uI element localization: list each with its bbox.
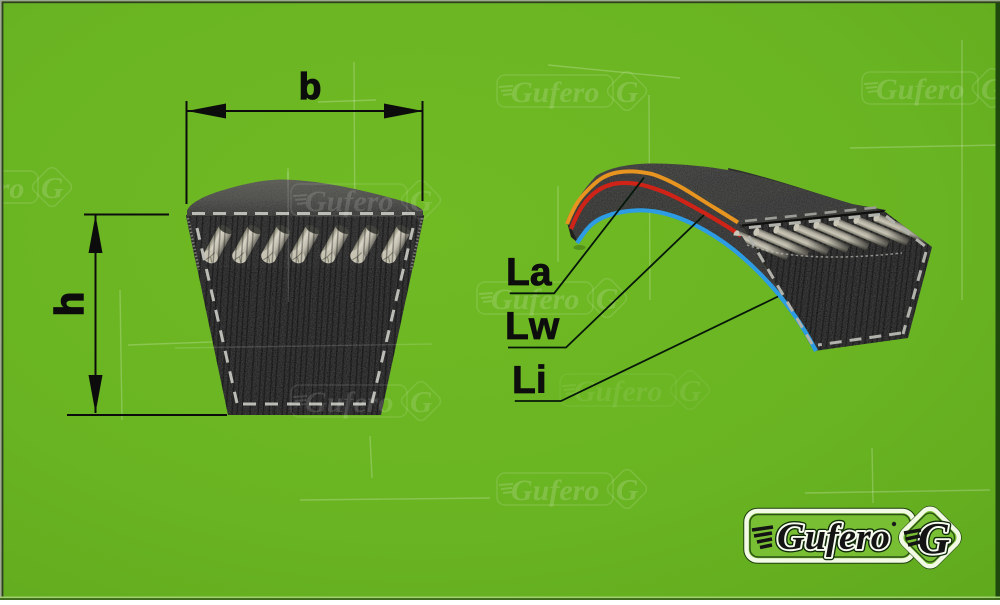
svg-text:h: h (48, 292, 92, 316)
svg-text:b: b (299, 66, 322, 107)
svg-text:La: La (506, 251, 552, 294)
svg-text:Li: Li (512, 359, 547, 402)
svg-text:Gufero: Gufero (777, 517, 890, 558)
svg-text:Lw: Lw (505, 305, 560, 348)
svg-text:G: G (918, 514, 950, 563)
